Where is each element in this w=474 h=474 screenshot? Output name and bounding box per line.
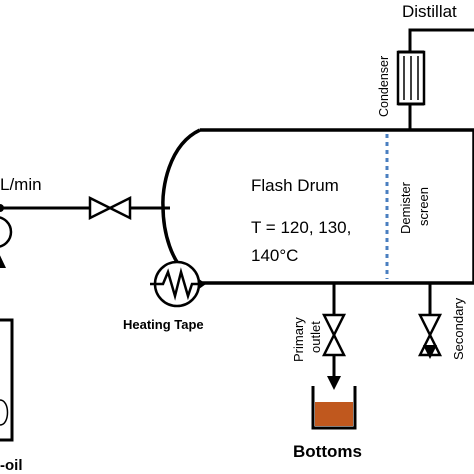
temperature-line-2: 140°C [251,246,298,265]
pump-icon [0,216,13,268]
secondary-outlet-label-line1: Secondary [451,297,466,360]
flash-drum-vessel [161,128,474,285]
flow-rate-label: L/min [0,175,42,194]
feed-tank-icon [0,318,14,442]
temperature-line-1: T = 120, 130, [251,218,351,237]
primary-outlet-arrow [327,376,341,390]
demister-label-line1: Demister [398,181,413,234]
condenser-label: Condenser [377,56,391,117]
demister-label-line2: screen [416,187,431,226]
heating-tape-label: Heating Tape [123,317,204,332]
distillate-line [408,28,474,52]
feed-valve-icon [88,195,132,221]
primary-outlet-label-line2: outlet [308,321,323,353]
primary-outlet-valve-icon [321,313,347,357]
bottoms-beaker-icon [311,386,357,430]
secondary-outlet-arrow [423,345,437,359]
feed-junction-dot [0,204,4,212]
condenser-icon [396,50,426,106]
flash-drum-title: Flash Drum [251,176,339,195]
feed-oil-label: -oil [0,457,23,474]
primary-outlet-label-line1: Primary [291,317,306,362]
bottoms-label: Bottoms [293,442,362,461]
distillate-label: Distillat [402,2,457,21]
heating-tape-icon [150,260,206,308]
